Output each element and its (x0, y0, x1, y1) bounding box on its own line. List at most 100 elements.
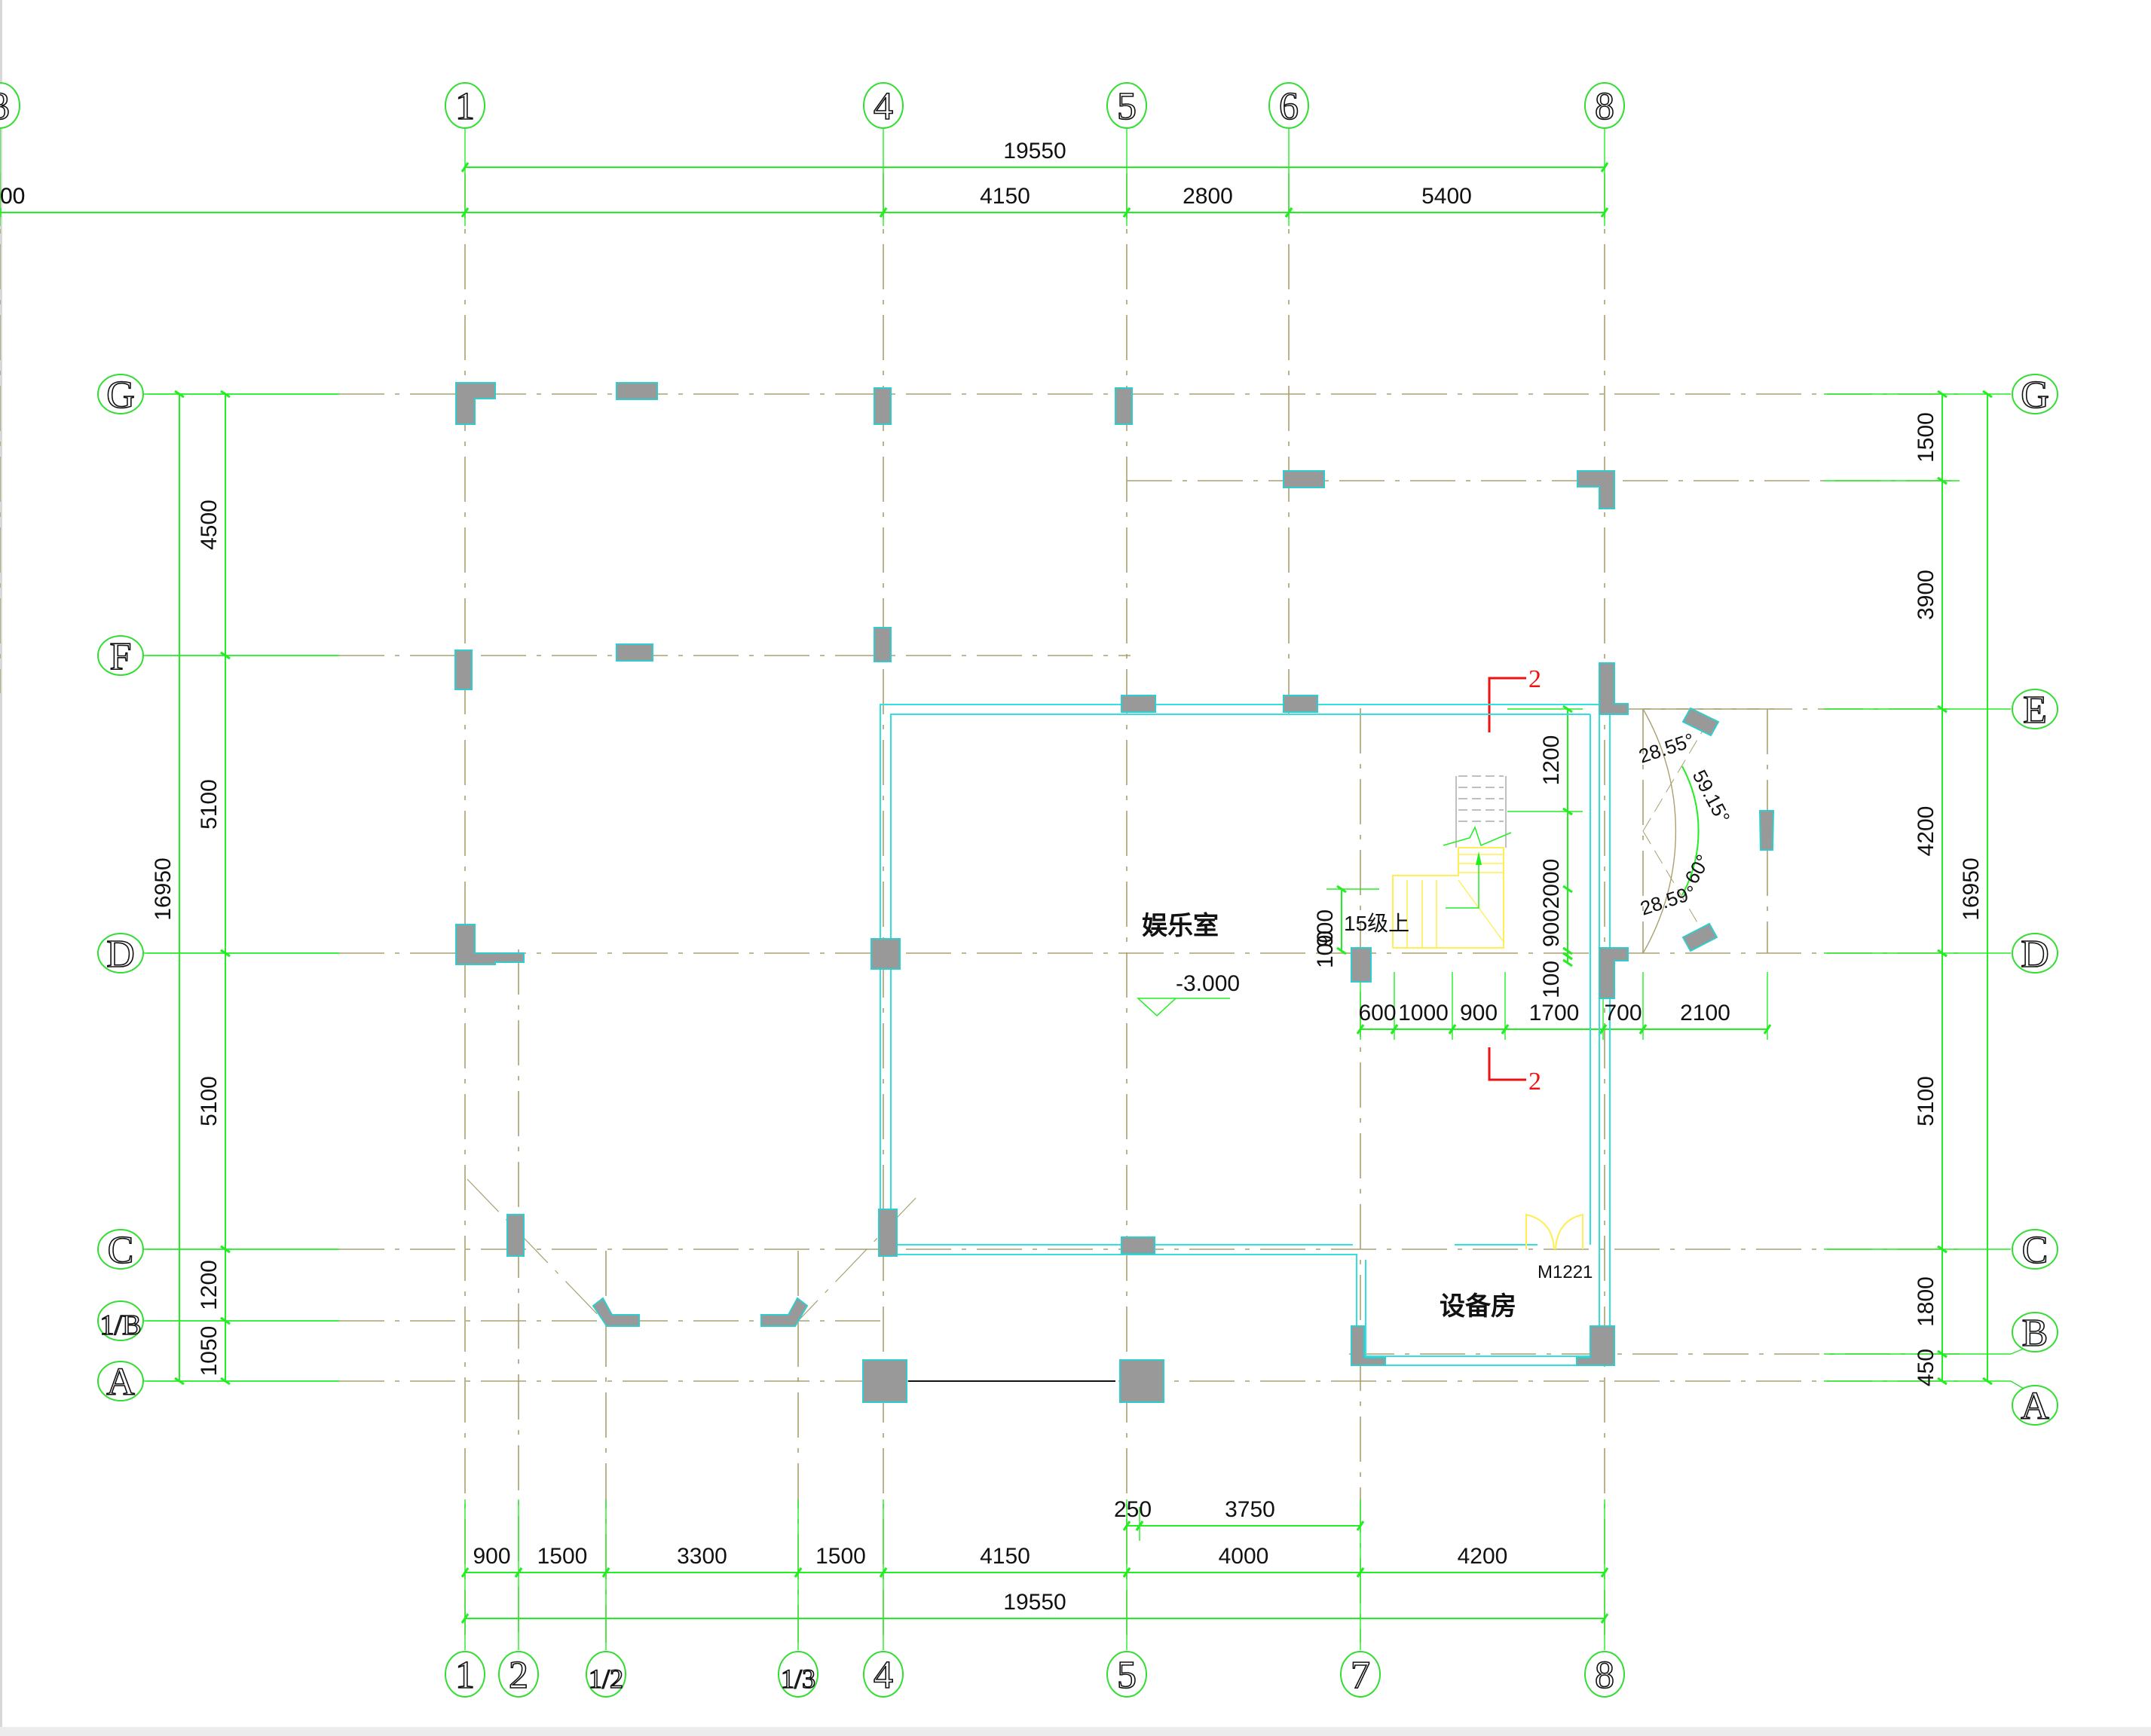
bottom-dimension-2: 3300 (677, 1544, 727, 1569)
dimension-tick (1284, 207, 1293, 218)
left-dimension-0: 4500 (197, 500, 222, 550)
left-dimension-2: 5100 (197, 1076, 222, 1126)
column-8E (1599, 662, 1629, 715)
bottom-total-dimension: 19550 (1003, 1590, 1066, 1615)
column-5E (1121, 695, 1156, 713)
dimension-tick (794, 1567, 803, 1578)
axis-top-8-label: 8 (1595, 85, 1614, 128)
column-1D (455, 924, 525, 965)
dimension-tick (514, 1567, 523, 1578)
right-dimension-4: 1800 (1914, 1276, 1938, 1327)
bottom-dimension-6: 4200 (1458, 1544, 1508, 1569)
axis-right-G-bubble (2012, 374, 2058, 414)
dimension-tick (1937, 1245, 1948, 1254)
column-7D (1351, 947, 1372, 983)
dimension-tick (1122, 1521, 1131, 1531)
angle-label-28-55: 28.55° (1636, 729, 1697, 768)
axis-bottom-2-label: 2 (509, 1654, 528, 1697)
stair-dimension-h-5: 2100 (1680, 1001, 1730, 1025)
axis-top-3-bubble (0, 82, 20, 129)
right-dimension-0: 1500 (1914, 412, 1938, 463)
axis-bottom-1-2-bubble (586, 1651, 626, 1698)
axis-left-A-bubble (97, 1361, 144, 1401)
stair-dimension-v-1: 2000 (1539, 859, 1564, 909)
dimension-lines (0, 124, 2011, 1650)
axis-left-G-bubble (97, 374, 144, 414)
top-total-dimension: 19550 (1003, 139, 1066, 164)
column-6E (1283, 695, 1318, 713)
dimension-tick (1336, 946, 1347, 955)
axis-right-D-label: D (2021, 933, 2049, 976)
axis-bottom-7-bubble (1340, 1651, 1381, 1698)
dimension-tick (1982, 390, 1993, 399)
dimension-tick (1937, 390, 1948, 399)
stair-dimension-v-2: 100 (1539, 961, 1564, 998)
dimension-tick (1937, 704, 1948, 714)
top-dimension-0: 2700 (0, 184, 25, 209)
top-dimension-1: 4500 (0, 184, 25, 209)
axis-left-C-bubble (97, 1229, 144, 1270)
left-dimension-4: 1050 (197, 1326, 222, 1377)
elevation-label: -3.000 (1176, 971, 1240, 996)
axis-right-D-bubble (2012, 933, 2058, 973)
door-tag: M1221 (1538, 1262, 1593, 1282)
column-1G (455, 382, 496, 425)
axis-right-B-label: B (2022, 1312, 2048, 1355)
column-4F (874, 627, 892, 662)
dimension-tick (1600, 162, 1609, 173)
dimension-tick (1356, 1521, 1365, 1531)
dimension-tick (1562, 958, 1573, 967)
stair-dimension-left-100: 100 (1313, 931, 1338, 968)
top-dimension-2: 4150 (980, 184, 1030, 209)
section-mark-bottom (1488, 1047, 1526, 1081)
bottom-dimension-5: 4000 (1219, 1544, 1269, 1569)
stair-outline (1392, 847, 1504, 949)
wall-outer-south (880, 1254, 1604, 1366)
axis-right-C-bubble (2012, 1229, 2058, 1270)
column-8G2 (1577, 470, 1615, 509)
dimension-tick (1501, 1024, 1510, 1035)
stair-dimension-v-0: 1200 (1539, 735, 1564, 786)
axis-left-D-bubble (97, 933, 144, 973)
room-label-equipment: 设备房 (1440, 1291, 1516, 1322)
axis-top-1-bubble (445, 82, 485, 129)
elevation-marker (1137, 998, 1230, 1017)
arc-radial (1642, 830, 1708, 940)
dimension-tick (1982, 1377, 1993, 1386)
column-3G (616, 382, 658, 400)
axis-left-F-bubble (97, 635, 144, 676)
column-arc-2 (1758, 810, 1775, 851)
annotations: 娱乐室 设备房 -3.000 15级上 M1221 2 2 1955027004… (0, 139, 1984, 1615)
column-1/2-1B (592, 1297, 640, 1327)
walls (880, 704, 1611, 1382)
axis-top-8-bubble (1584, 82, 1625, 129)
column-1F (454, 649, 473, 690)
dimension-tick (1562, 952, 1573, 961)
grid-line-diagonal (798, 1197, 916, 1321)
dimension-tick (1937, 949, 1948, 958)
stair-break-line (1443, 826, 1512, 847)
axis-left-A-label: A (106, 1361, 135, 1404)
axis-right-G-label: G (2021, 374, 2049, 417)
axis-top-6-bubble (1268, 82, 1309, 129)
dimension-tick (1937, 1349, 1948, 1359)
axis-bottom-1-3-label: 1/3 (781, 1664, 815, 1694)
dimension-tick (1122, 207, 1131, 218)
axis-top-4-label: 4 (874, 85, 893, 128)
column-8D (1599, 947, 1629, 999)
right-dimension-1: 3900 (1914, 570, 1938, 620)
dimension-tick (460, 162, 470, 173)
bottom-dimension-0: 900 (473, 1544, 510, 1569)
axis-bottom-7-label: 7 (1351, 1654, 1370, 1697)
dimension-tick (1356, 1024, 1365, 1035)
stair-dimension-h-3: 1700 (1529, 1001, 1580, 1025)
dimension-tick (1562, 885, 1573, 894)
arc-outline (1642, 708, 1677, 954)
axis-right-A-label: A (2021, 1385, 2049, 1428)
wall-equipment-inner (1365, 1260, 1590, 1357)
axis-bottom-1-2-label: 1/2 (589, 1664, 623, 1694)
dimension-tick (1638, 1024, 1648, 1035)
column-4D (870, 938, 901, 970)
bottom-dimension-1: 1500 (537, 1544, 588, 1569)
column-5G (1115, 387, 1133, 425)
